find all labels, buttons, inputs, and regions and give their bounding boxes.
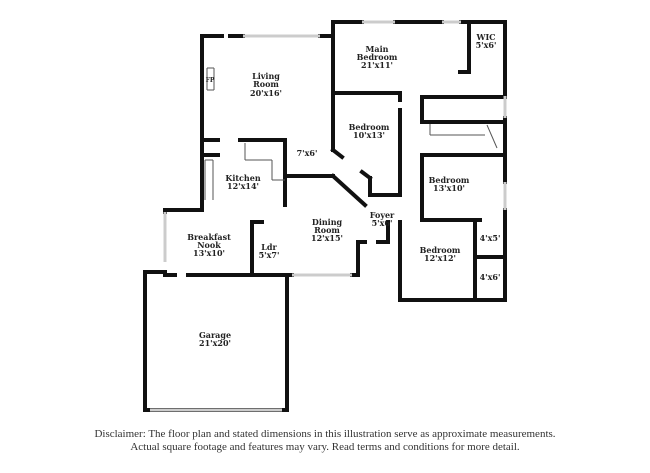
room-bedroom3-dim: 12'x12' (424, 253, 456, 263)
room-laundry-name: Ldr (261, 242, 277, 252)
fixture-line (486, 124, 498, 149)
room-closet1-dim: 4'x5' (480, 233, 501, 243)
room-laundry-dim: 5'x7' (259, 250, 280, 260)
room-bedroom3-name: Bedroom (420, 245, 461, 255)
room-foyer-dim: 5'x6' (372, 218, 393, 228)
room-bedroom1-dim: 10'x13' (353, 130, 385, 140)
room-bedroom2-name: Bedroom (429, 175, 470, 185)
room-hall-dim: 7'x6' (297, 148, 318, 158)
disclaimer-line-2: Actual square footage and features may v… (130, 441, 520, 453)
wall (330, 173, 368, 208)
room-garage-dim: 21'x20' (199, 338, 231, 348)
room-main-bedroom-dim: 21'x11' (361, 60, 393, 70)
room-garage-name: Garage (199, 330, 231, 340)
windows (150, 20, 507, 412)
walls (143, 20, 507, 412)
room-closet2-dim: 4'x6' (480, 272, 501, 282)
room-dining-dim: 12'x15' (311, 233, 343, 243)
fixtures (204, 67, 498, 200)
room-wic-name: WIC (475, 32, 495, 42)
room-bedroom2-dim: 13'x10' (433, 183, 465, 193)
room-kitchen-name: Kitchen (225, 173, 260, 183)
room-living-dim: 20'x16' (250, 88, 282, 98)
wall (330, 147, 345, 160)
room-foyer-name: Foyer (370, 210, 395, 220)
room-nook-dim: 13'x10' (193, 248, 225, 258)
disclaimer: Disclaimer: The floor plan and stated di… (0, 428, 650, 454)
disclaimer-line-1: Disclaimer: The floor plan and stated di… (94, 428, 556, 440)
room-bedroom1-name: Bedroom (349, 122, 390, 132)
fireplace-label: FP (206, 77, 215, 84)
room-kitchen-dim: 12'x14' (227, 181, 259, 191)
room-wic-dim: 5'x6' (476, 40, 497, 50)
